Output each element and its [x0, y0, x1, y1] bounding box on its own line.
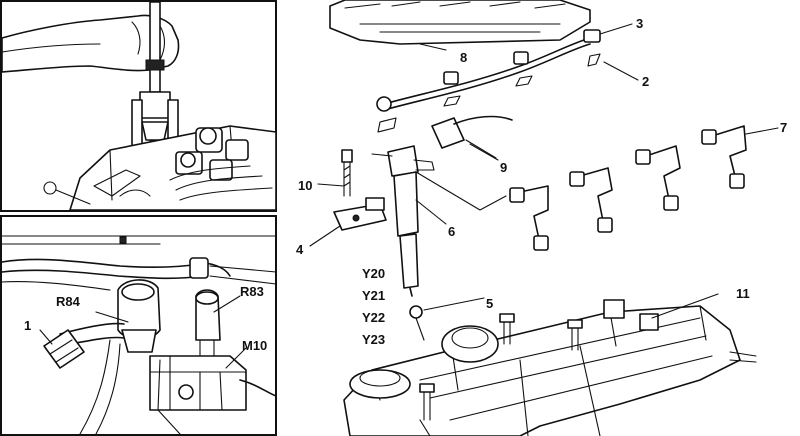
callout-m10: M10 [242, 338, 267, 353]
callout-y23: Y23 [362, 332, 385, 347]
callout-y20: Y20 [362, 266, 385, 281]
injector [387, 145, 419, 177]
callout-2: 2 [642, 74, 649, 89]
cylinder-head-cover [343, 305, 741, 436]
callout-y21: Y21 [362, 288, 385, 303]
leak-off-line [383, 37, 591, 105]
actuator-m10 [149, 355, 247, 411]
callout-10: 10 [298, 178, 312, 193]
seal-washer [409, 305, 423, 319]
callout-3: 3 [636, 16, 643, 31]
callout-1: 1 [24, 318, 31, 333]
panel-injector-removal [0, 0, 277, 212]
callout-r83: R83 [240, 284, 264, 299]
injection-lines [509, 125, 747, 251]
callout-6: 6 [448, 224, 455, 239]
callout-8: 8 [460, 50, 467, 65]
callout-y22: Y22 [362, 310, 385, 325]
callout-7: 7 [780, 120, 787, 135]
callout-r84: R84 [56, 294, 81, 309]
connector-1 [43, 329, 85, 369]
callout-11: 11 [736, 286, 750, 301]
connector-9 [431, 117, 465, 149]
callout-9: 9 [500, 160, 507, 175]
extractor-tool [149, 1, 161, 93]
bolt-10 [341, 149, 353, 163]
intake-manifold-top [329, 0, 591, 45]
exploded-view [309, 0, 779, 436]
callout-4: 4 [296, 242, 304, 257]
callout-5: 5 [486, 296, 493, 311]
panel-sensors [0, 215, 277, 436]
